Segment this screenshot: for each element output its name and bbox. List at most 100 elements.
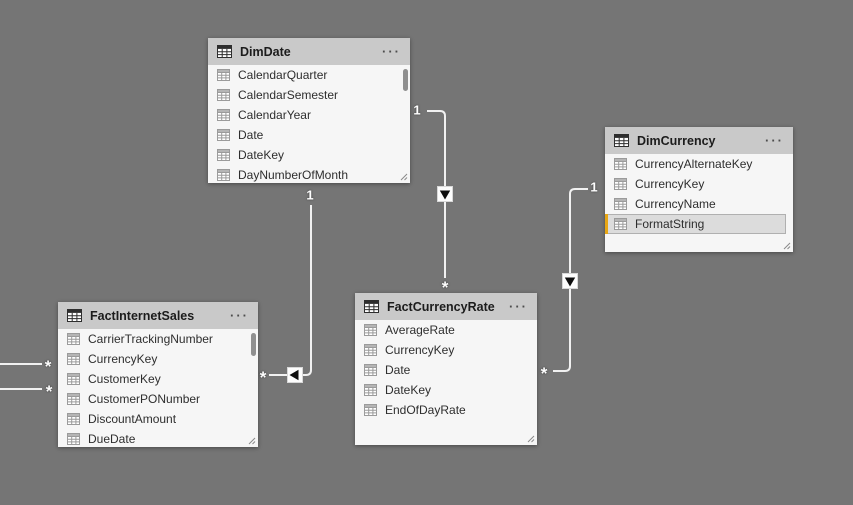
selected-field-accent-bar bbox=[605, 214, 608, 234]
table-header[interactable]: DimDate ··· bbox=[208, 38, 410, 65]
table-title: FactCurrencyRate bbox=[387, 299, 495, 314]
field-label: FormatString bbox=[635, 217, 705, 231]
field-row[interactable]: DateKey bbox=[208, 145, 410, 165]
field-label: CurrencyName bbox=[635, 197, 716, 211]
table-title: DimCurrency bbox=[637, 133, 716, 148]
field-label: CurrencyKey bbox=[88, 352, 158, 366]
field-icon bbox=[217, 129, 230, 141]
table-scrollbar-thumb[interactable] bbox=[403, 69, 408, 91]
field-icon bbox=[67, 373, 80, 385]
selected-field-accent-bar bbox=[208, 105, 211, 125]
field-icon bbox=[364, 324, 377, 336]
field-row[interactable]: CurrencyKey bbox=[58, 349, 258, 369]
field-row[interactable]: CustomerPONumber bbox=[58, 389, 258, 409]
table-card-factinternetsales[interactable]: FactInternetSales ··· CarrierTrackingNum… bbox=[58, 302, 258, 447]
selected-field-accent-bar bbox=[58, 389, 61, 409]
field-icon bbox=[614, 158, 627, 170]
more-options-icon[interactable]: ··· bbox=[230, 307, 249, 323]
resize-handle-icon[interactable] bbox=[783, 242, 791, 250]
relationship-line-dimdate-factinternetsales[interactable] bbox=[269, 205, 312, 376]
field-row[interactable]: DueDate bbox=[58, 429, 258, 447]
field-row[interactable]: CarrierTrackingNumber bbox=[58, 329, 258, 349]
crossfilter-arrow-down-icon bbox=[562, 273, 578, 289]
field-label: DayNumberOfMonth bbox=[238, 168, 349, 182]
selected-field-accent-bar bbox=[355, 380, 358, 400]
table-body: CarrierTrackingNumber CurrencyKey Custom… bbox=[58, 329, 258, 447]
field-row[interactable]: CustomerKey bbox=[58, 369, 258, 389]
selected-field-accent-bar bbox=[58, 409, 61, 429]
field-label: DueDate bbox=[88, 432, 136, 446]
field-label: CalendarQuarter bbox=[238, 68, 328, 82]
field-icon bbox=[364, 384, 377, 396]
field-icon bbox=[67, 393, 80, 405]
field-icon bbox=[614, 198, 627, 210]
field-row[interactable]: CurrencyName bbox=[605, 194, 793, 214]
resize-handle-icon[interactable] bbox=[400, 173, 408, 181]
table-body: CurrencyAlternateKey CurrencyKey Currenc… bbox=[605, 154, 793, 234]
table-scrollbar-thumb[interactable] bbox=[251, 333, 256, 356]
field-label: CustomerPONumber bbox=[88, 392, 201, 406]
field-icon bbox=[364, 364, 377, 376]
crossfilter-arrow-left-icon bbox=[287, 367, 303, 383]
selected-field-accent-bar bbox=[355, 400, 358, 420]
selected-field-accent-bar bbox=[208, 125, 211, 145]
field-row[interactable]: CalendarYear bbox=[208, 105, 410, 125]
field-label: CurrencyKey bbox=[385, 343, 455, 357]
selected-field-accent-bar bbox=[355, 320, 358, 340]
field-icon bbox=[217, 149, 230, 161]
resize-handle-icon[interactable] bbox=[527, 435, 535, 443]
table-icon bbox=[217, 45, 232, 58]
field-label: CustomerKey bbox=[88, 372, 161, 386]
table-card-dimcurrency[interactable]: DimCurrency ··· CurrencyAlternateKey Cur… bbox=[605, 127, 793, 252]
field-label: DiscountAmount bbox=[88, 412, 177, 426]
field-row[interactable]: CalendarSemester bbox=[208, 85, 410, 105]
field-row[interactable]: AverageRate bbox=[355, 320, 537, 340]
selected-field-accent-bar bbox=[208, 145, 211, 165]
selected-field-accent-bar bbox=[605, 174, 608, 194]
more-options-icon[interactable]: ··· bbox=[509, 298, 528, 314]
field-icon bbox=[364, 404, 377, 416]
field-row[interactable]: EndOfDayRate bbox=[355, 400, 537, 420]
field-row[interactable]: FormatString bbox=[605, 214, 786, 234]
selected-field-accent-bar bbox=[355, 340, 358, 360]
field-icon bbox=[67, 413, 80, 425]
table-card-factcurrencyrate[interactable]: FactCurrencyRate ··· AverageRate Currenc… bbox=[355, 293, 537, 445]
selected-field-accent-bar bbox=[208, 165, 211, 183]
table-icon bbox=[614, 134, 629, 147]
more-options-icon[interactable]: ··· bbox=[382, 43, 401, 59]
field-row[interactable]: Date bbox=[208, 125, 410, 145]
field-icon bbox=[364, 344, 377, 356]
field-label: DateKey bbox=[385, 383, 432, 397]
field-row[interactable]: CalendarQuarter bbox=[208, 65, 410, 85]
field-label: Date bbox=[238, 128, 264, 142]
field-label: CalendarYear bbox=[238, 108, 311, 122]
table-title: FactInternetSales bbox=[90, 308, 195, 323]
table-header[interactable]: FactInternetSales ··· bbox=[58, 302, 258, 329]
table-header[interactable]: FactCurrencyRate ··· bbox=[355, 293, 537, 320]
field-row[interactable]: CurrencyAlternateKey bbox=[605, 154, 793, 174]
field-row[interactable]: CurrencyKey bbox=[605, 174, 793, 194]
field-row[interactable]: Date bbox=[355, 360, 537, 380]
field-icon bbox=[67, 353, 80, 365]
selected-field-accent-bar bbox=[208, 65, 211, 85]
more-options-icon[interactable]: ··· bbox=[765, 132, 784, 148]
selected-field-accent-bar bbox=[58, 349, 61, 369]
selected-field-accent-bar bbox=[208, 85, 211, 105]
table-card-dimdate[interactable]: DimDate ··· CalendarQuarter CalendarSeme… bbox=[208, 38, 410, 183]
resize-handle-icon[interactable] bbox=[248, 437, 256, 445]
crossfilter-arrow-down-icon bbox=[437, 186, 453, 202]
field-row[interactable]: DateKey bbox=[355, 380, 537, 400]
field-row[interactable]: DiscountAmount bbox=[58, 409, 258, 429]
field-label: CurrencyAlternateKey bbox=[635, 157, 753, 171]
relationship-line-dimdate-factcurrencyrate[interactable] bbox=[427, 110, 446, 278]
field-row[interactable]: CurrencyKey bbox=[355, 340, 537, 360]
table-body: CalendarQuarter CalendarSemester Calenda… bbox=[208, 65, 410, 183]
field-label: EndOfDayRate bbox=[385, 403, 466, 417]
selected-field-accent-bar bbox=[58, 429, 61, 447]
field-label: AverageRate bbox=[385, 323, 455, 337]
table-header[interactable]: DimCurrency ··· bbox=[605, 127, 793, 154]
selected-field-accent-bar bbox=[58, 329, 61, 349]
field-row[interactable]: DayNumberOfMonth bbox=[208, 165, 410, 183]
